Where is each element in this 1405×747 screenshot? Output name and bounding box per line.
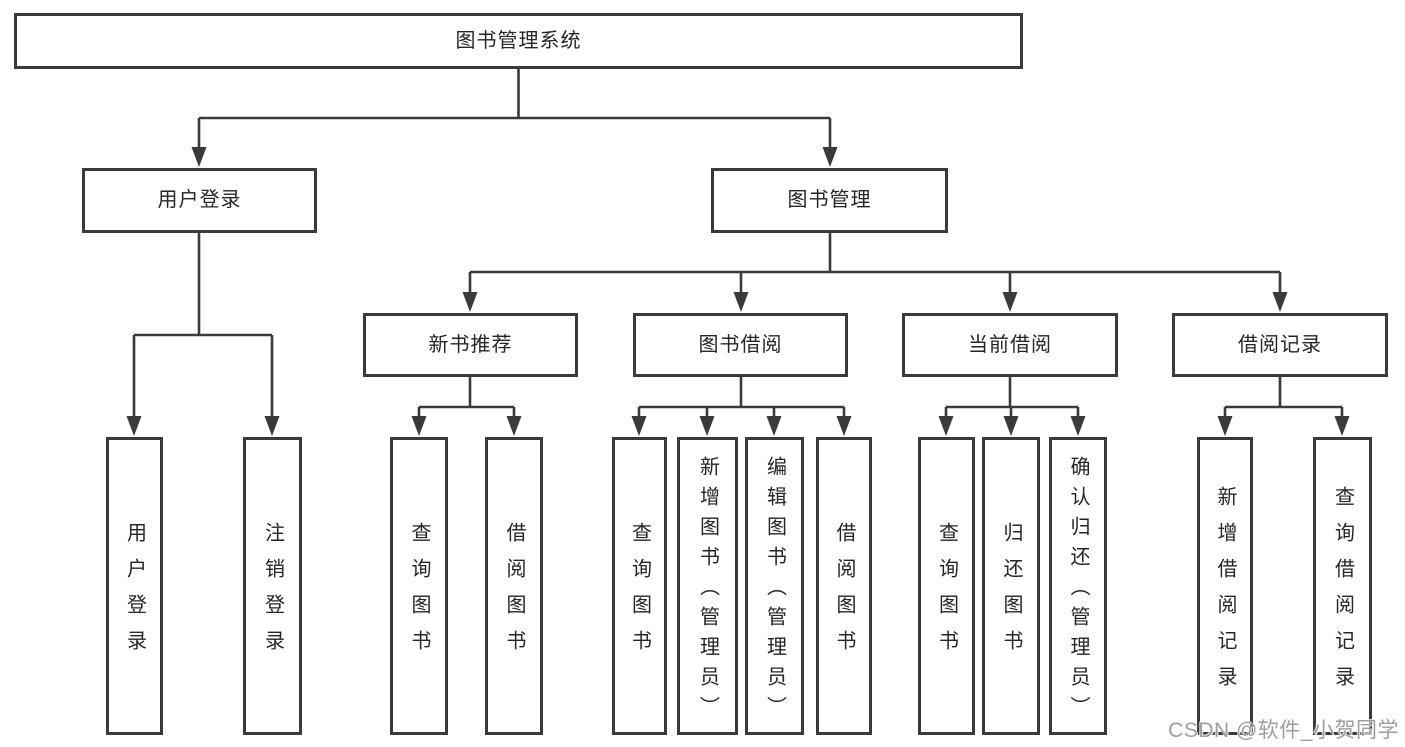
node-user-login: 用户登录	[82, 168, 317, 233]
node-new-book-recommend: 新书推荐	[363, 313, 578, 377]
leaf-add-borrow-record: 新增借阅记录	[1197, 437, 1253, 735]
leaf-query-borrow-record: 查询借阅记录	[1313, 437, 1372, 735]
leaf-confirm-return-admin: 确认归还（管理员）	[1049, 437, 1107, 735]
leaf-return-book: 归还图书	[982, 437, 1040, 735]
watermark: CSDN @软件_小贺同学	[1168, 719, 1399, 742]
leaf-query-books-1: 查询图书	[390, 437, 448, 735]
leaf-borrow-books-1: 借阅图书	[485, 437, 543, 735]
leaf-edit-book-admin: 编辑图书（管理员）	[745, 437, 804, 735]
node-current-borrow: 当前借阅	[902, 313, 1118, 377]
node-borrow-records: 借阅记录	[1172, 313, 1388, 377]
leaf-user-login: 用户登录	[106, 437, 163, 735]
leaf-logout: 注销登录	[243, 437, 302, 735]
leaf-add-book-admin: 新增图书（管理员）	[677, 437, 738, 735]
leaf-query-books-3: 查询图书	[918, 437, 975, 735]
arrowheads	[126, 147, 1350, 436]
leaf-query-books-2: 查询图书	[612, 437, 667, 735]
leaf-borrow-books-2: 借阅图书	[816, 437, 872, 735]
node-root: 图书管理系统	[14, 13, 1023, 69]
node-book-management: 图书管理	[711, 168, 948, 233]
node-book-borrow: 图书借阅	[633, 313, 848, 377]
